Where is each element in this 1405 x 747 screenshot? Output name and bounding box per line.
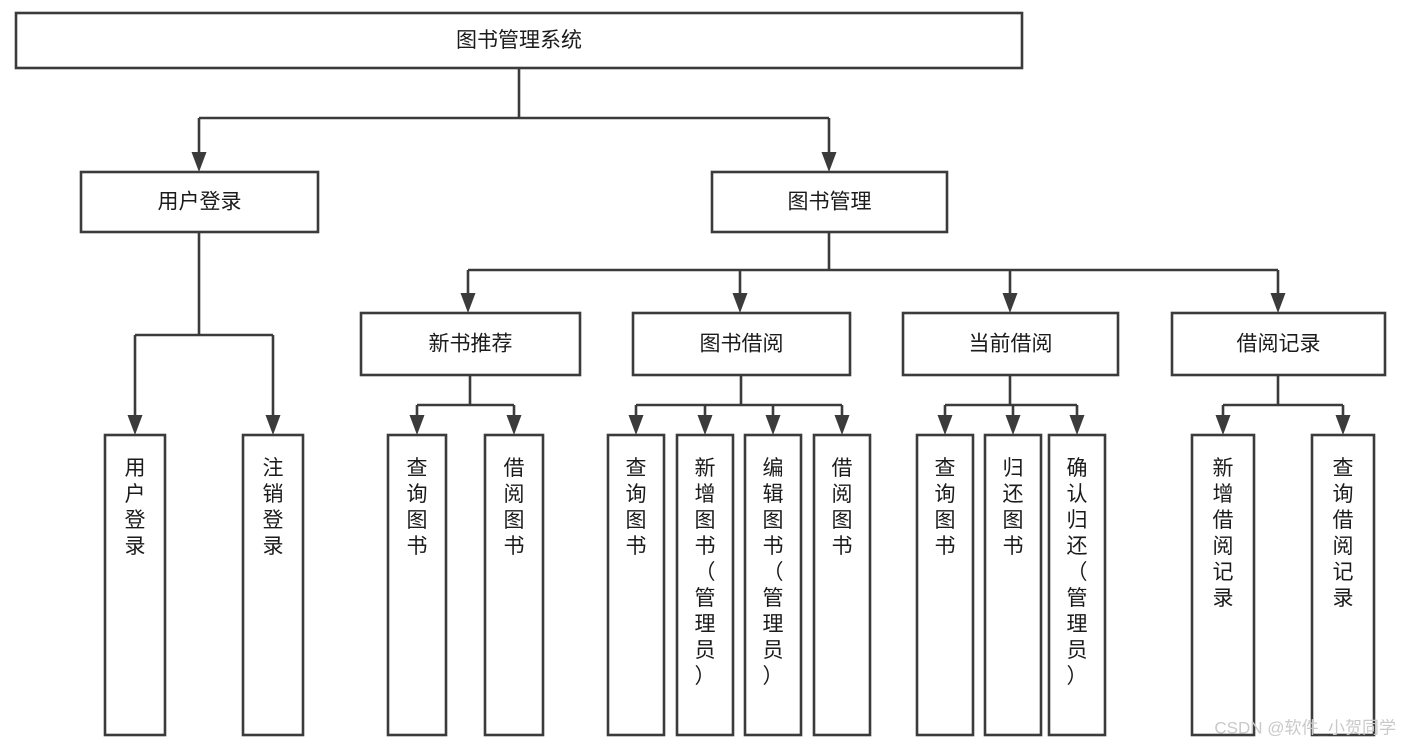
node-leaf-8-box[interactable] xyxy=(915,433,975,737)
csdn-watermark: CSDN @软件_小贺同学 xyxy=(1214,718,1396,737)
node-leaf-9-box[interactable] xyxy=(983,433,1043,737)
node-leaf-5[interactable]: 新增图书（管理员） xyxy=(675,433,735,737)
node-leaf-9-label: 归还图书 xyxy=(1003,457,1024,558)
arrow-head-icon xyxy=(628,415,644,435)
node-leaf-0-box[interactable] xyxy=(103,433,167,737)
node-leaf-7[interactable]: 借阅图书 xyxy=(812,433,872,737)
node-leaf-12-label: 查询借阅记录 xyxy=(1333,457,1354,610)
arrow-head-icon xyxy=(697,415,713,435)
node-root[interactable]: 图书管理系统 xyxy=(14,11,1024,70)
arrow-head-icon xyxy=(1335,415,1351,435)
arrow-head-icon xyxy=(1215,415,1231,435)
node-leaf-11-label: 新增借阅记录 xyxy=(1213,457,1234,610)
node-leaf-8[interactable]: 查询图书 xyxy=(915,433,975,737)
node-level3-2[interactable]: 当前借阅 xyxy=(901,311,1120,377)
arrow-head-icon xyxy=(1069,415,1085,435)
node-level2-1-label: 图书管理 xyxy=(788,191,872,214)
node-leaf-10[interactable]: 确认归还（管理员） xyxy=(1047,433,1107,737)
node-leaf-8-label: 查询图书 xyxy=(935,457,956,558)
node-leaf-3-label: 借阅图书 xyxy=(504,457,525,558)
node-level2-1[interactable]: 图书管理 xyxy=(710,170,949,234)
node-level3-3-label: 借阅记录 xyxy=(1237,333,1321,356)
arrow-head-icon xyxy=(265,415,281,435)
node-level3-0-label: 新书推荐 xyxy=(429,333,513,356)
arrow-head-icon xyxy=(732,293,748,313)
arrow-head-icon xyxy=(506,415,522,435)
arrow-head-icon xyxy=(1270,293,1286,313)
node-level3-2-box[interactable] xyxy=(901,311,1120,377)
node-leaf-0-label: 用户登录 xyxy=(125,457,146,558)
node-leaf-6[interactable]: 编辑图书（管理员） xyxy=(743,433,803,737)
node-leaf-5-box[interactable] xyxy=(675,433,735,737)
node-leaf-2[interactable]: 查询图书 xyxy=(386,433,448,737)
node-level2-0[interactable]: 用户登录 xyxy=(79,170,320,234)
node-leaf-11-box[interactable] xyxy=(1190,433,1256,737)
node-leaf-3[interactable]: 借阅图书 xyxy=(483,433,545,737)
node-leaf-2-label: 查询图书 xyxy=(407,457,428,558)
node-level3-1-box[interactable] xyxy=(631,311,852,377)
arrow-head-icon xyxy=(191,152,207,172)
arrow-head-icon xyxy=(127,415,143,435)
node-leaf-2-box[interactable] xyxy=(386,433,448,737)
node-level2-0-box[interactable] xyxy=(79,170,320,234)
node-level3-3[interactable]: 借阅记录 xyxy=(1170,311,1387,377)
arrow-head-icon xyxy=(1002,293,1018,313)
node-level2-1-box[interactable] xyxy=(710,170,949,234)
node-leaf-6-label: 编辑图书（管理员） xyxy=(763,457,784,688)
node-leaf-9[interactable]: 归还图书 xyxy=(983,433,1043,737)
node-leaf-0[interactable]: 用户登录 xyxy=(103,433,167,737)
arrow-head-icon xyxy=(1005,415,1021,435)
node-leaf-12-box[interactable] xyxy=(1310,433,1376,737)
node-leaf-10-label: 确认归还（管理员） xyxy=(1067,457,1088,688)
arrow-head-icon xyxy=(821,152,837,172)
node-level3-2-label: 当前借阅 xyxy=(969,333,1053,356)
node-leaf-6-box[interactable] xyxy=(743,433,803,737)
node-root-box[interactable] xyxy=(14,11,1024,70)
node-leaf-1-label: 注销登录 xyxy=(263,457,284,558)
arrow-head-icon xyxy=(409,415,425,435)
node-leaf-3-box[interactable] xyxy=(483,433,545,737)
node-level3-0-box[interactable] xyxy=(359,311,582,377)
arrow-head-icon xyxy=(460,293,476,313)
arrow-head-icon xyxy=(937,415,953,435)
node-leaf-11[interactable]: 新增借阅记录 xyxy=(1190,433,1256,737)
arrow-head-icon xyxy=(834,415,850,435)
node-leaf-5-label: 新增图书（管理员） xyxy=(695,457,716,688)
node-leaf-10-box[interactable] xyxy=(1047,433,1107,737)
node-leaf-7-box[interactable] xyxy=(812,433,872,737)
node-level3-1-label: 图书借阅 xyxy=(700,333,784,356)
node-level3-3-box[interactable] xyxy=(1170,311,1387,377)
node-level2-0-label: 用户登录 xyxy=(158,191,242,214)
node-leaf-4-label: 查询图书 xyxy=(626,457,647,558)
node-leaf-1[interactable]: 注销登录 xyxy=(241,433,305,737)
node-root-label: 图书管理系统 xyxy=(456,29,582,52)
node-level3-0[interactable]: 新书推荐 xyxy=(359,311,582,377)
node-leaf-12[interactable]: 查询借阅记录 xyxy=(1310,433,1376,737)
node-leaf-1-box[interactable] xyxy=(241,433,305,737)
arrow-head-icon xyxy=(765,415,781,435)
connector-layer xyxy=(127,68,1351,435)
node-leaf-7-label: 借阅图书 xyxy=(832,457,853,558)
node-leaf-4[interactable]: 查询图书 xyxy=(606,433,666,737)
node-level3-1[interactable]: 图书借阅 xyxy=(631,311,852,377)
node-leaf-4-box[interactable] xyxy=(606,433,666,737)
node-layer: 图书管理系统用户登录图书管理新书推荐图书借阅当前借阅借阅记录用户登录注销登录查询… xyxy=(14,11,1387,737)
